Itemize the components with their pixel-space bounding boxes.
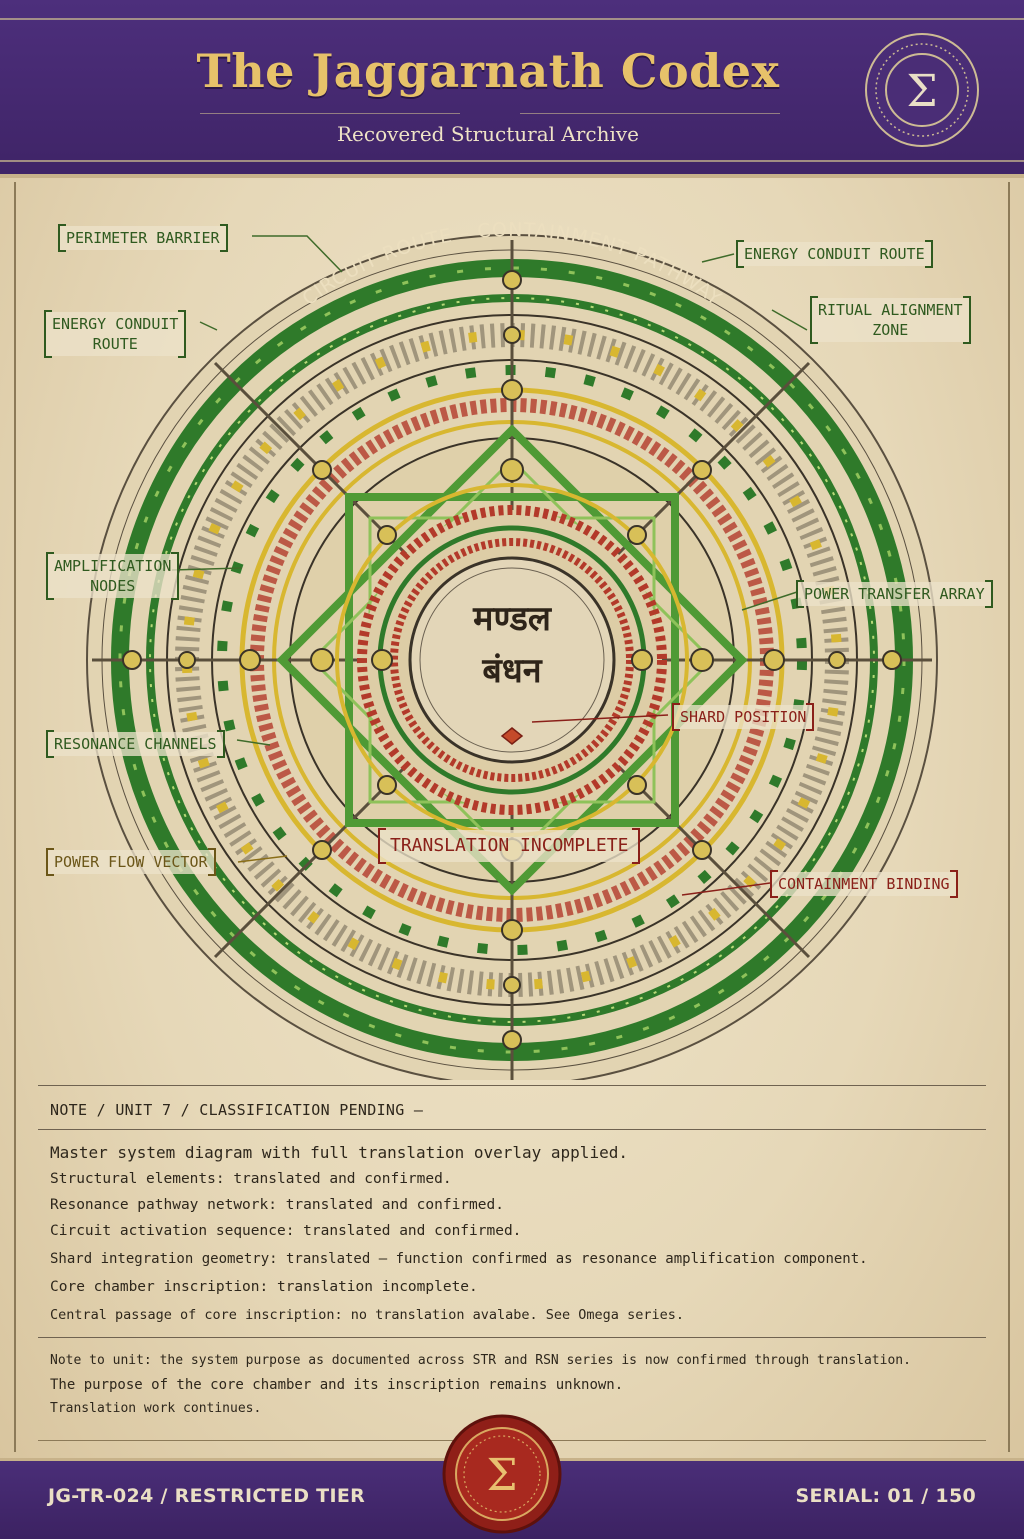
seal-symbol: Σ <box>906 66 937 117</box>
notes-line: Core chamber inscription: translation in… <box>50 1279 478 1295</box>
mandala-diagram: मण्डल बंधन CIRCUIT ROUTE – CONTAINMENT P… <box>86 219 938 1080</box>
subtitle-rule-left <box>200 113 460 114</box>
callout-leaders <box>171 235 808 746</box>
notes-footer-line: The purpose of the core chamber and its … <box>50 1377 624 1393</box>
core-inscription-line1: मण्डल <box>472 599 553 639</box>
header-rule-top <box>0 18 1024 20</box>
notes-footer-line: Translation work continues. <box>50 1401 262 1416</box>
callout-energy-conduit-route-right: ENERGY CONDUIT ROUTE <box>736 240 933 268</box>
header-banner: The Jaggarnath Codex Recovered Structura… <box>0 0 1024 178</box>
serial-number: SERIAL: 01 / 150 <box>795 1485 976 1507</box>
notes-line: Master system diagram with full translat… <box>50 1143 628 1162</box>
callout-translation-incomplete: TRANSLATION INCOMPLETE <box>378 828 641 864</box>
frame-left <box>14 182 16 1452</box>
callout-shard-position: SHARD POSITION <box>672 703 815 731</box>
notes-line: Shard integration geometry: translated —… <box>50 1251 868 1267</box>
shard-marker-icon <box>500 727 524 745</box>
core-inscription-line2: बंधन <box>481 651 542 691</box>
notes-rule-middle <box>38 1337 986 1338</box>
amplification-nodes <box>122 270 902 1050</box>
callout-resonance-channels: RESONANCE CHANNELS <box>46 730 225 758</box>
notes-heading: NOTE / UNIT 7 / CLASSIFICATION PENDING — <box>50 1101 424 1119</box>
notes-line: Circuit activation sequence: translated … <box>50 1223 522 1239</box>
page-subtitle: Recovered Structural Archive <box>337 122 639 146</box>
notes-line: Structural elements: translated and conf… <box>50 1171 452 1187</box>
callout-perimeter-barrier: PERIMETER BARRIER <box>58 224 228 252</box>
header-rule-bottom <box>0 160 1024 162</box>
resonance-geometry <box>276 424 748 896</box>
notes-rule-heading <box>38 1129 986 1130</box>
callout-containment-binding: CONTAINMENT BINDING <box>770 870 958 898</box>
sigma-seal-icon: Σ <box>865 33 979 147</box>
core-chamber <box>408 556 616 764</box>
page-title: The Jaggarnath Codex <box>196 44 780 98</box>
notes-footer-line: Note to unit: the system purpose as docu… <box>50 1353 911 1368</box>
notes-rule-top <box>38 1085 986 1086</box>
frame-right <box>1008 182 1010 1452</box>
notes-line: Resonance pathway network: translated an… <box>50 1197 504 1213</box>
seal-symbol: Σ <box>486 1450 517 1501</box>
notes-panel: NOTE / UNIT 7 / CLASSIFICATION PENDING —… <box>38 1085 986 1430</box>
document-id: JG-TR-024 / RESTRICTED TIER <box>48 1485 366 1507</box>
callout-power-flow-vector: POWER FLOW VECTOR <box>46 848 216 876</box>
callout-power-transfer-array: POWER TRANSFER ARRAY <box>796 580 993 608</box>
notes-line: Central passage of core inscription: no … <box>50 1307 684 1323</box>
wax-seal-icon: Σ <box>442 1414 562 1534</box>
subtitle-rule-right <box>520 113 780 114</box>
